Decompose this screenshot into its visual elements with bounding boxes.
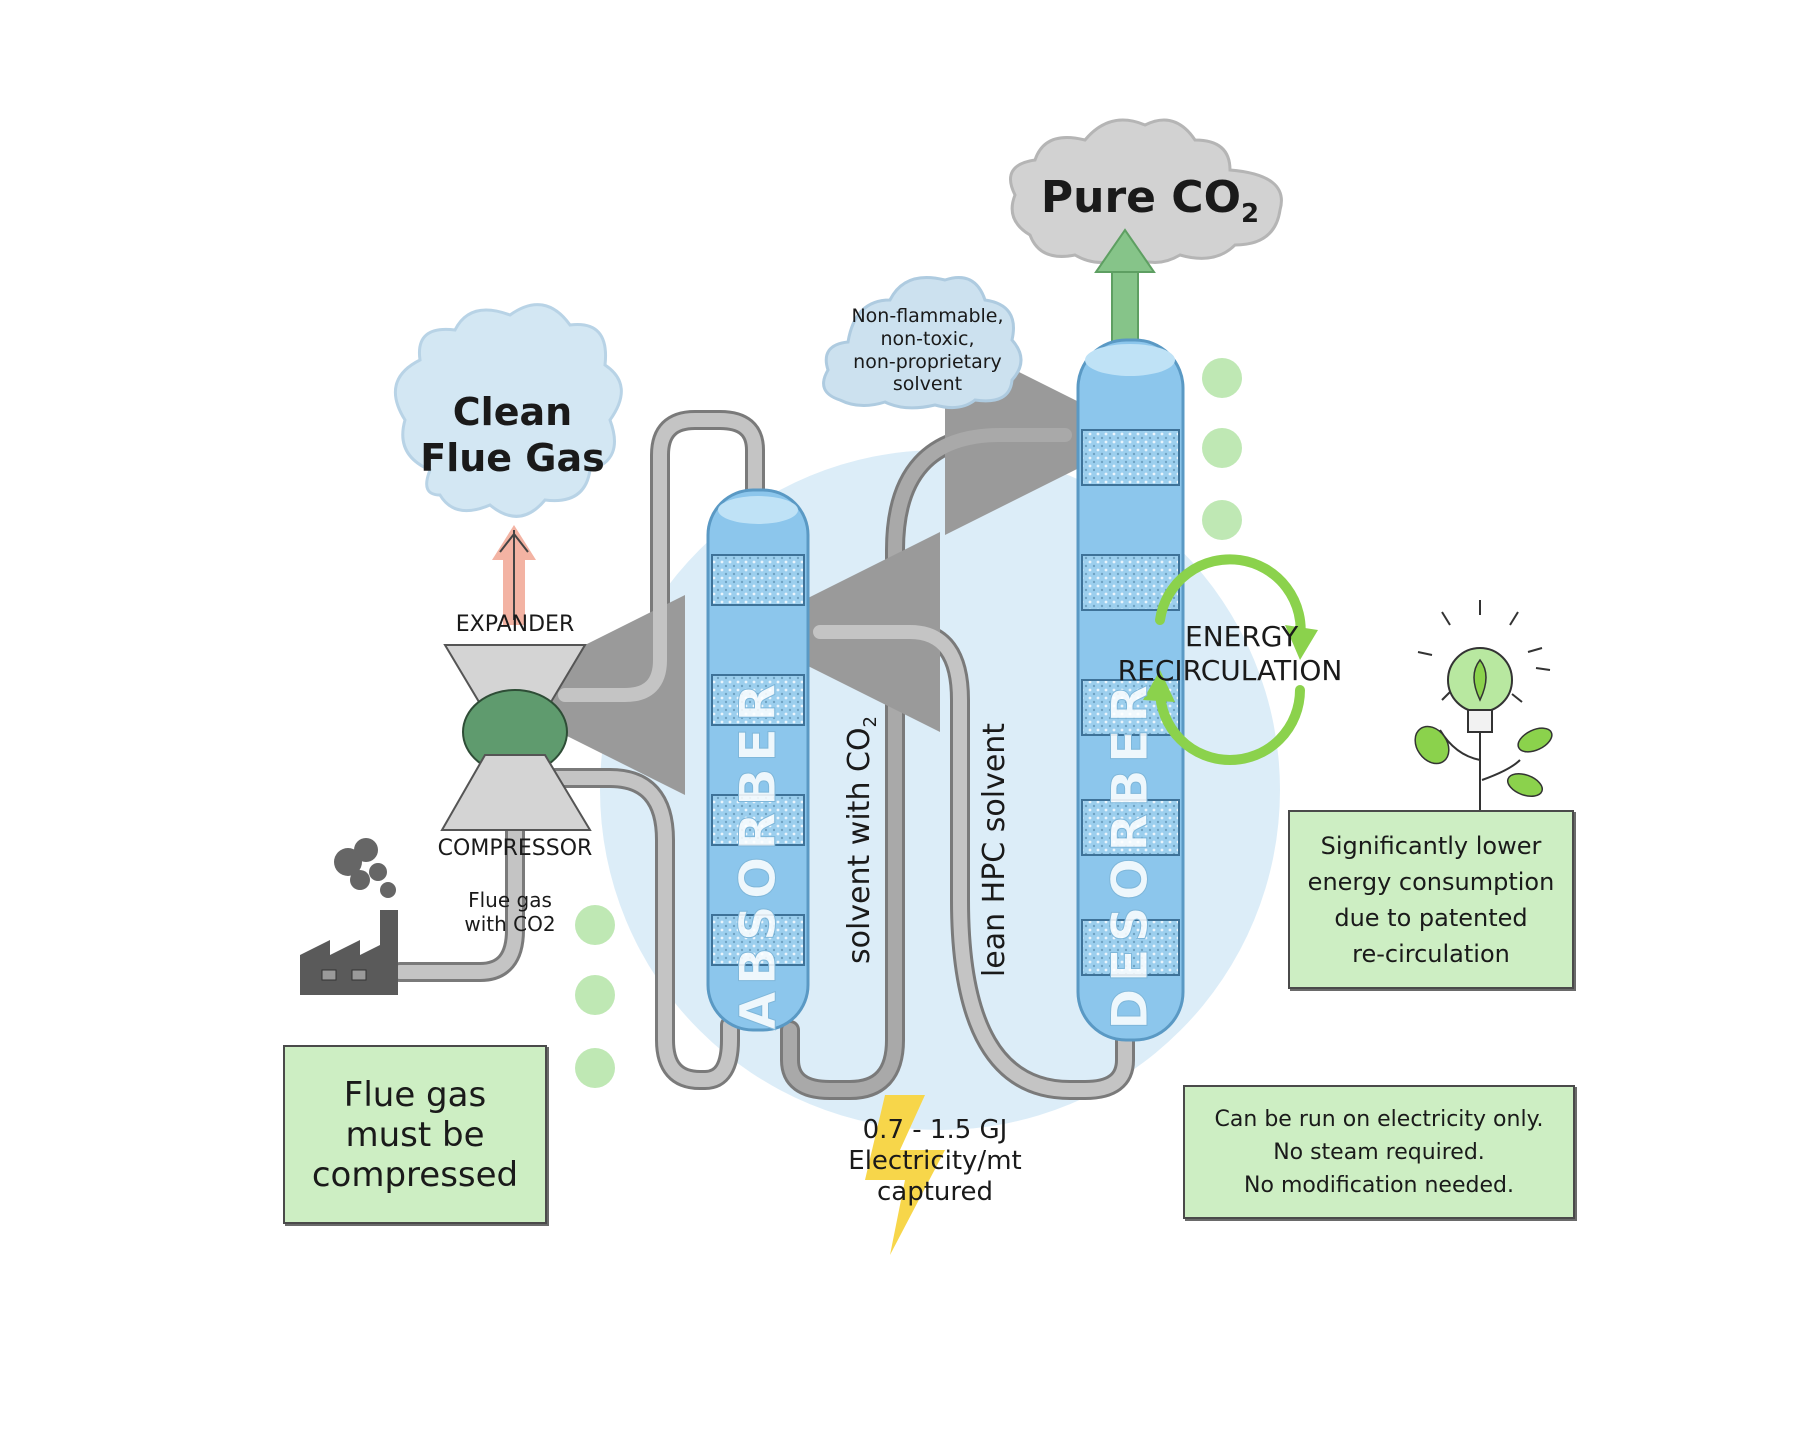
callout-electricity-only: Can be run on electricity only. No steam… [1183, 1085, 1575, 1219]
flue-gas-in-line2: with CO2 [464, 912, 556, 936]
desorber-column [1076, 338, 1185, 1042]
solvent-cloud-label: Non-flammable, non-toxic, non-proprietar… [840, 305, 1015, 396]
clean-gas-arrow [492, 525, 536, 625]
factory-icon [300, 838, 398, 995]
pure-co2-subscript: 2 [1241, 198, 1260, 229]
clean-flue-gas-cloud [393, 303, 623, 518]
absorber-column [706, 488, 810, 1032]
electricity-only-line2: No steam required. [1273, 1139, 1485, 1165]
absorber-label: ABSORBER [729, 677, 788, 1031]
co2-arrow [1094, 228, 1156, 346]
compressed-line2: must be [345, 1114, 485, 1155]
solvent-with-co2-label: solvent with CO2 [840, 690, 881, 990]
flue-gas-in-line1: Flue gas [468, 888, 552, 912]
solvent-cloud [822, 276, 1023, 410]
electricity-line3: captured [876, 1177, 994, 1208]
solvent-line4: solvent [892, 373, 963, 396]
electricity-label: 0.7 - 1.5 GJ Electricity/mt captured [825, 1115, 1045, 1209]
electricity-only-line3: No modification needed. [1244, 1172, 1514, 1198]
energy-recirculation-line2: RECIRCULATION [1117, 653, 1343, 687]
callout-flue-gas-compressed: Flue gas must be compressed [283, 1045, 547, 1224]
lightbulb-plant-icon [1414, 600, 1553, 815]
green-dots-left [575, 905, 615, 1088]
clean-flue-gas-line2: Flue Gas [420, 435, 605, 480]
clean-flue-gas-line1: Clean [452, 390, 573, 434]
compressor-label: COMPRESSOR [437, 836, 593, 861]
recirculation-arrows [1143, 554, 1318, 765]
solvent-line1: Non-flammable, [851, 305, 1004, 327]
callout-lower-energy: Significantly lower energy consumption d… [1288, 810, 1574, 989]
energy-recirculation-label: ENERGY RECIRCULATION [1105, 620, 1355, 687]
electricity-only-line1: Can be run on electricity only. [1214, 1106, 1544, 1132]
compressed-line1: Flue gas [343, 1074, 487, 1115]
lower-energy-line2: energy consumption [1307, 867, 1555, 896]
lightning-icon [865, 1095, 945, 1255]
green-dots-right [1202, 358, 1242, 540]
lower-energy-line3: due to patented [1334, 903, 1528, 932]
pipes [390, 335, 1145, 1100]
energy-recirculation-line1: ENERGY [1185, 620, 1299, 653]
solvent-with-co2-main: solvent with CO [842, 727, 877, 965]
solvent-with-co2-subscript: 2 [860, 715, 881, 728]
lower-energy-line4: re-circulation [1352, 939, 1510, 968]
pure-co2-label: Pure CO2 [1040, 172, 1260, 230]
lower-energy-line1: Significantly lower [1320, 831, 1542, 860]
expander-label: EXPANDER [455, 612, 575, 637]
solvent-line3: non-proprietary [853, 350, 1002, 373]
clean-flue-gas-label: Clean Flue Gas [420, 390, 605, 481]
lean-solvent-label: lean HPC solvent [977, 722, 1012, 978]
electricity-line1: 0.7 - 1.5 GJ [862, 1115, 1008, 1145]
compressed-line3: compressed [311, 1154, 519, 1195]
pure-co2-main: Pure CO [1040, 172, 1242, 223]
solvent-line2: non-toxic, [880, 327, 975, 350]
flue-gas-in-label: Flue gas with CO2 [450, 888, 570, 936]
turbomachine [440, 644, 592, 831]
electricity-line2: Electricity/mt [848, 1146, 1022, 1177]
compressor-shape [440, 754, 592, 831]
desorber-label: DESORBER [1101, 678, 1160, 1030]
